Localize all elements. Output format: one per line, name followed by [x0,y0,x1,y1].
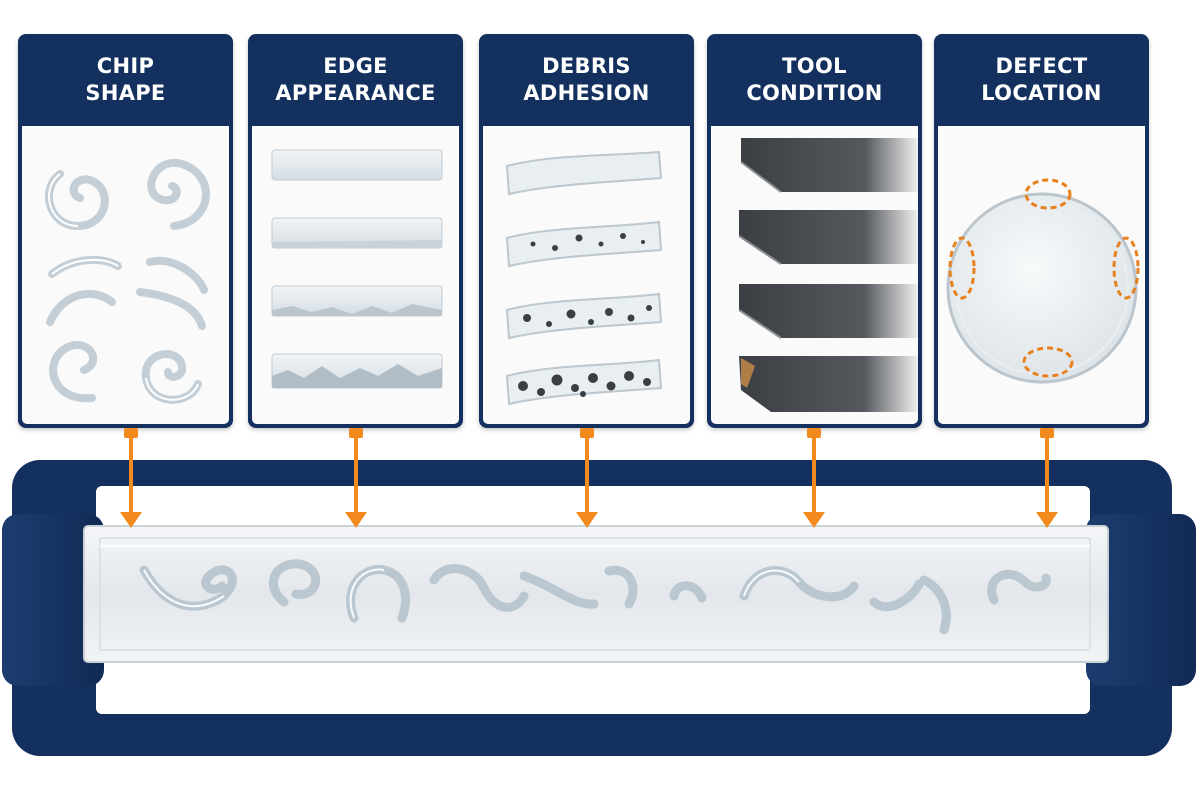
title-line: LOCATION [981,81,1102,105]
panel-debris-adhesion: DEBRIS ADHESION [479,34,694,428]
panel-chip-shape: CHIP SHAPE [18,34,233,428]
tool-edge-icon [738,138,918,412]
panel-image [711,126,918,424]
title-line: TOOL [782,54,847,78]
panel-header: DEBRIS ADHESION [479,34,694,126]
panel-title: CHIP SHAPE [85,53,165,107]
panel-header: DEFECT LOCATION [934,34,1149,126]
title-line: APPEARANCE [275,81,436,105]
panel-defect-location: DEFECT LOCATION [934,34,1149,428]
panel-image [22,126,229,424]
panel-image [252,126,459,424]
title-line: CONDITION [746,81,883,105]
title-line: ADHESION [523,81,650,105]
title-line: EDGE [323,54,388,78]
panel-header: TOOL CONDITION [707,34,922,126]
panel-header: EDGE APPEARANCE [248,34,463,126]
panel-edge-appearance: EDGE APPEARANCE [248,34,463,428]
panel-title: DEBRIS ADHESION [523,53,649,107]
panel-header: CHIP SHAPE [18,34,233,126]
panel-image [483,126,690,424]
edge-strip-icon [271,149,443,389]
spiral-chip-icon [45,158,210,404]
panel-image [938,126,1145,424]
panel-title: TOOL CONDITION [746,53,882,107]
tray-chip-samples [139,559,1051,635]
title-line: CHIP [96,54,155,78]
panel-tool-condition: TOOL CONDITION [707,34,922,428]
defect-disc-icon [946,178,1140,384]
title-line: DEBRIS [542,54,631,78]
title-line: SHAPE [85,81,166,105]
debris-strip-icon [505,150,663,406]
title-line: DEFECT [995,54,1088,78]
panel-title: DEFECT LOCATION [981,53,1101,107]
panel-title: EDGE APPEARANCE [275,53,435,107]
